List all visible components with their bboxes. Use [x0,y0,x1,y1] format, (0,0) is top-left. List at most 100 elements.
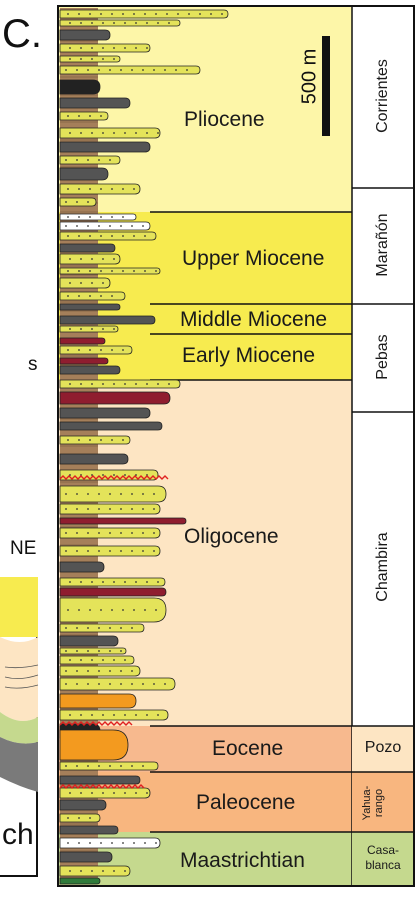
sand-dot [153,532,155,534]
sand-dot [78,13,80,15]
sand-dot [131,532,133,534]
sand-dot [102,328,104,330]
sand-dot [98,650,100,652]
sand-dot [155,13,157,15]
sand-dot [120,670,122,672]
sand-dot [135,383,137,385]
sand-dot [113,792,115,794]
sand-dot [100,115,102,117]
sand-dot [65,532,67,534]
sand-dot [67,115,69,117]
sand-dot [87,650,89,652]
sand-dot [102,383,104,385]
sand-dot [87,683,89,685]
formation-label-corrientes: Corrientes [374,36,392,156]
sand-dot [113,47,115,49]
sand-dot [87,69,89,71]
sand-dot [109,627,111,629]
sand-dot [157,22,159,24]
sand-dot [109,765,111,767]
sand-dot [124,47,126,49]
sand-dot [120,627,122,629]
bed-g [60,852,112,862]
sand-dot [87,670,89,672]
sand-dot [67,439,69,441]
sand-dot [67,295,69,297]
sand-dot [146,132,148,134]
sand-dot [122,609,124,611]
sand-dot [87,765,89,767]
sand-dot [166,13,168,15]
sand-dot [69,47,71,49]
sand-dot [76,550,78,552]
sand-dot [69,282,71,284]
formation-label-pozo: Pozo [352,739,414,757]
sand-dot [91,581,93,583]
bed-g [60,826,118,834]
sand-dot [98,550,100,552]
formation-label-casablanca: Casa- blanca [352,843,414,873]
sand-dot [67,216,69,218]
formation-label-chambira: Chambira [374,507,392,627]
sand-dot [91,282,93,284]
sand-dot [69,581,71,583]
sand-dot [87,550,89,552]
sand-dot [76,627,78,629]
bed-w [60,214,136,220]
sand-dot [89,817,91,819]
epoch-label-early-miocene: Early Miocene [182,344,315,368]
sand-dot [80,47,82,49]
sand-dot [78,270,80,272]
bed-g [60,316,155,324]
sand-dot [65,225,67,227]
sand-dot [131,627,133,629]
bed-g [60,636,118,646]
sand-dot [69,714,71,716]
sand-dot [157,383,159,385]
bed-g [60,142,150,152]
sand-dot [146,383,148,385]
sand-dot [80,132,82,134]
sand-dot [109,650,111,652]
epoch-label-middle-miocene: Middle Miocene [180,308,327,332]
scale-bar [322,36,330,136]
sand-dot [155,609,157,611]
scale-bar-label: 500 m [299,37,322,117]
bed-s [60,814,100,822]
sand-dot [124,474,126,476]
sand-dot [131,508,133,510]
sand-dot [91,383,93,385]
sand-dot [111,609,113,611]
sand-dot [65,765,67,767]
sand-dot [109,159,111,161]
bed-s [60,184,140,194]
sand-dot [120,683,122,685]
bed-s [60,436,130,444]
sand-dot [76,225,78,227]
bed-r [60,358,108,364]
bed-s [60,598,166,622]
sand-dot [89,235,91,237]
sand-dot [122,349,124,351]
sand-dot [113,581,115,583]
sand-dot [78,235,80,237]
bed-s [60,656,134,664]
sand-dot [91,714,93,716]
sand-dot [98,508,100,510]
sand-dot [76,493,78,495]
bed-r [60,518,186,524]
sand-dot [78,216,80,218]
formation-label-yahuarango: Yahua- rango [361,778,411,828]
sand-dot [67,188,69,190]
sand-dot [91,47,93,49]
sand-dot [113,870,115,872]
sand-dot [120,69,122,71]
sand-dot [122,270,124,272]
sand-dot [131,670,133,672]
formation-label-casablanca-line1: Casa- [352,843,414,858]
sand-dot [109,493,111,495]
sand-dot [111,439,113,441]
sand-dot [91,659,93,661]
bed-s [60,648,126,654]
sand-dot [109,69,111,71]
